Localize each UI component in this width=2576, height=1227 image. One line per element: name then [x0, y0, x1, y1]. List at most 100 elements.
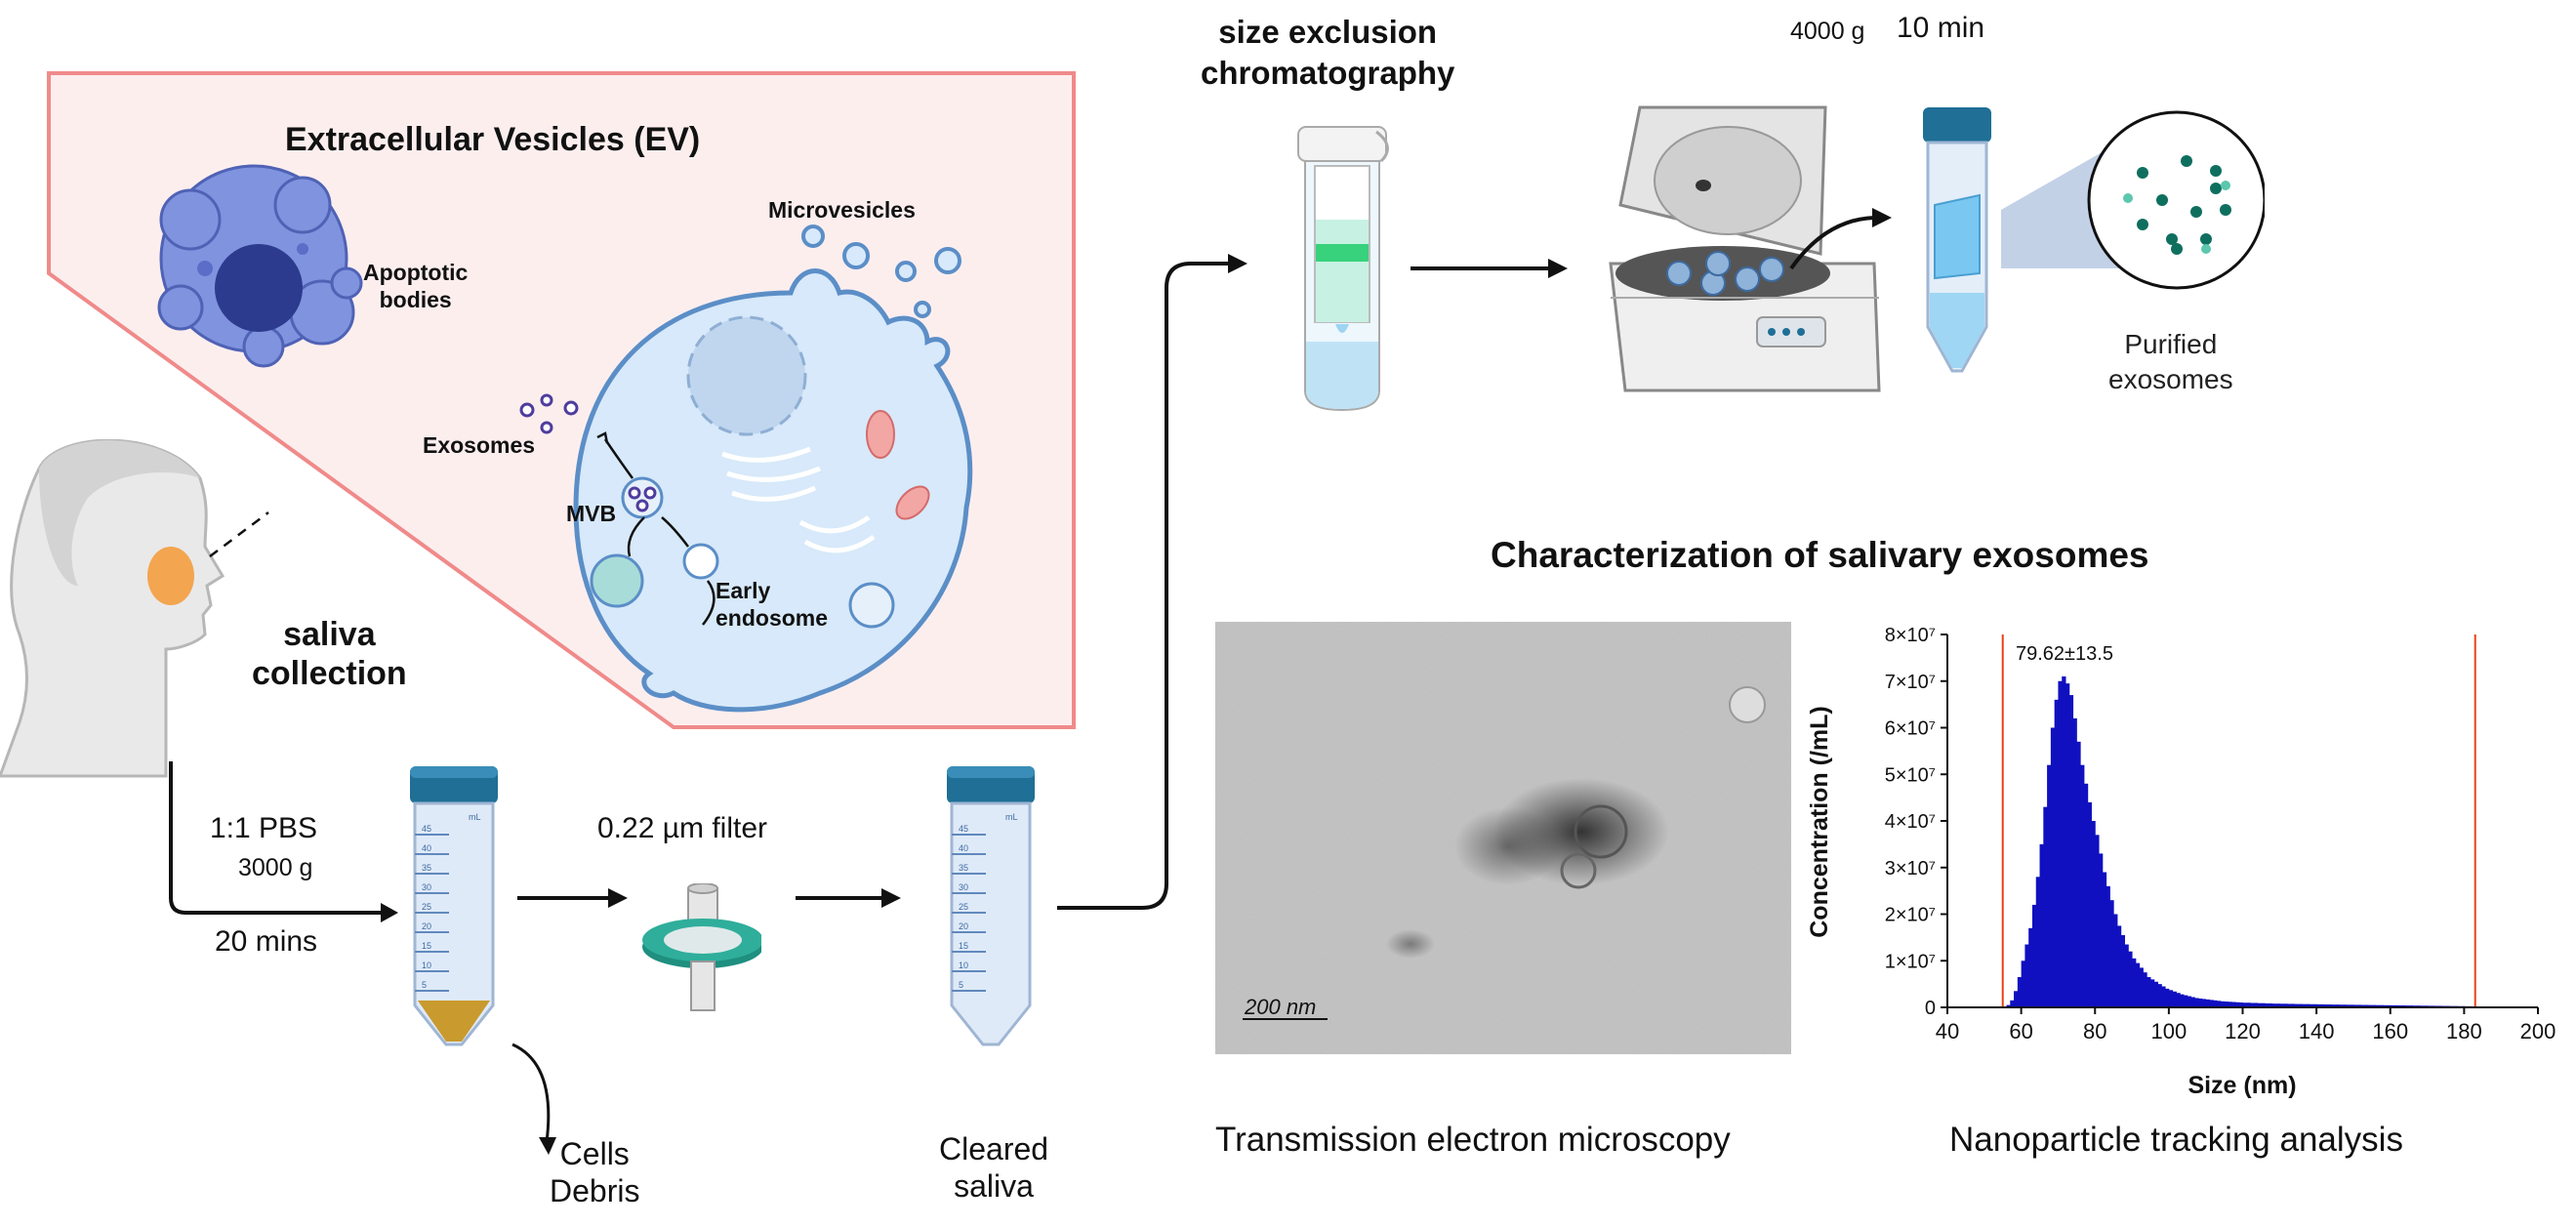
x-tick-label: 180 — [2446, 1019, 2482, 1043]
tube-tick-label: 45 — [959, 824, 968, 834]
nta-bar — [2331, 1004, 2340, 1007]
x-tick-label: 160 — [2372, 1019, 2408, 1043]
nta-bar — [2050, 727, 2056, 1007]
tube-tick-label: 40 — [959, 843, 968, 853]
pellet-arrow — [511, 1043, 556, 1155]
nta-bar — [2080, 764, 2085, 1007]
nta-bar — [2065, 683, 2070, 1007]
nta-bar — [2095, 835, 2100, 1007]
tube-tick-label: 30 — [959, 882, 968, 892]
nta-bar — [2132, 958, 2137, 1007]
cell-icon — [573, 268, 973, 713]
nta-bar — [2054, 699, 2059, 1007]
y-tick-label: 0 — [1925, 998, 1936, 1019]
magnified-view-icon — [2001, 110, 2265, 290]
tem-image: 200 nm — [1215, 622, 1791, 1054]
nta-bar — [2024, 944, 2029, 1007]
nta-markers — [2001, 634, 2476, 1007]
nta-bars — [2006, 675, 2476, 1007]
nta-bar — [2035, 877, 2041, 1007]
tube-tick-label: 45 — [422, 824, 431, 834]
y-tick-label: 8×10⁷ — [1885, 625, 1936, 646]
nta-bar — [2099, 853, 2104, 1007]
nta-bar — [2265, 1002, 2273, 1007]
y-tick-label: 4×10⁷ — [1885, 811, 1936, 833]
y-axis-label: Concentration (/mL) — [1806, 706, 1833, 938]
nta-bar — [2209, 1000, 2214, 1007]
tube-tick-label: 10 — [422, 961, 431, 970]
nta-bar — [2047, 764, 2052, 1007]
y-tick-label: 7×10⁷ — [1885, 672, 1936, 693]
tube-tick-label: 40 — [422, 843, 431, 853]
nta-bar — [2279, 1003, 2288, 1007]
nta-bar — [2072, 717, 2077, 1007]
nta-bar — [2286, 1003, 2295, 1007]
nta-bar — [2149, 979, 2155, 1007]
x-tick-label: 200 — [2520, 1019, 2556, 1043]
ev-title: Extracellular Vesicles (EV) — [285, 121, 701, 158]
nta-bar — [2224, 1002, 2228, 1007]
tube-tick-label: 30 — [422, 882, 431, 892]
scale-bar-label: 200 nm — [1244, 995, 1316, 1019]
speed-label: 3000 g — [238, 854, 313, 881]
nta-bar — [2323, 1004, 2332, 1007]
nta-bar — [2302, 1003, 2310, 1007]
early-endosome-icon — [682, 543, 719, 580]
nta-bar — [2176, 993, 2181, 1007]
nta-bar — [2157, 984, 2162, 1007]
sec-column-icon — [1297, 126, 1389, 412]
mvb-label: MVB — [566, 501, 617, 526]
ev-panel — [47, 71, 1076, 729]
nta-bar — [2143, 972, 2147, 1007]
nta-bar — [2135, 962, 2141, 1007]
nta-bar — [2383, 1004, 2392, 1007]
nta-bar — [2109, 900, 2114, 1007]
nta-bar — [2083, 783, 2089, 1007]
nta-bar — [2309, 1003, 2317, 1007]
nta-bar — [2375, 1004, 2384, 1007]
purified-tube-icon — [1923, 107, 1991, 373]
tube-tick-label: 15 — [959, 941, 968, 951]
nta-bar — [2180, 994, 2185, 1007]
x-tick-label: 40 — [1936, 1019, 1959, 1043]
nta-bar — [2017, 976, 2023, 1007]
dilution-label: 1:1 PBS — [210, 812, 318, 844]
nta-bar — [2257, 1002, 2266, 1007]
syringe-filter-icon — [642, 883, 761, 1011]
exosome-icons — [519, 393, 579, 434]
exosomes-label: Exosomes — [423, 432, 536, 458]
nta-label: Nanoparticle tracking analysis — [1949, 1121, 2403, 1159]
y-tick-label: 2×10⁷ — [1885, 905, 1936, 926]
nta-bar — [2368, 1004, 2377, 1007]
nta-bar — [2190, 997, 2195, 1007]
nta-bar — [2217, 1001, 2222, 1007]
y-tick-label: 6×10⁷ — [1885, 718, 1936, 740]
nta-bar — [2113, 914, 2118, 1007]
nta-bar — [2198, 998, 2203, 1007]
nta-bar — [2172, 991, 2177, 1007]
y-tick-label: 3×10⁷ — [1885, 858, 1936, 879]
centrifuge-icon — [1609, 105, 1881, 392]
nta-bar — [2390, 1004, 2398, 1007]
x-tick-label: 80 — [2083, 1019, 2106, 1043]
centrifuge-time-label: 10 min — [1897, 12, 1985, 44]
y-tick-label: 5×10⁷ — [1885, 764, 1936, 786]
nta-bar — [2338, 1004, 2347, 1007]
nta-bar — [2116, 925, 2122, 1007]
nta-bar — [2087, 801, 2092, 1007]
nta-bar — [2242, 1002, 2251, 1007]
nta-bar — [2106, 885, 2110, 1007]
time-label: 20 mins — [215, 925, 318, 958]
nta-bar — [2194, 998, 2199, 1007]
unit-label: mL — [469, 812, 481, 822]
nta-bar — [2346, 1004, 2354, 1007]
nta-bar — [2091, 821, 2096, 1007]
nta-bar — [2397, 1004, 2406, 1007]
tube-tick-label: 35 — [959, 863, 968, 873]
